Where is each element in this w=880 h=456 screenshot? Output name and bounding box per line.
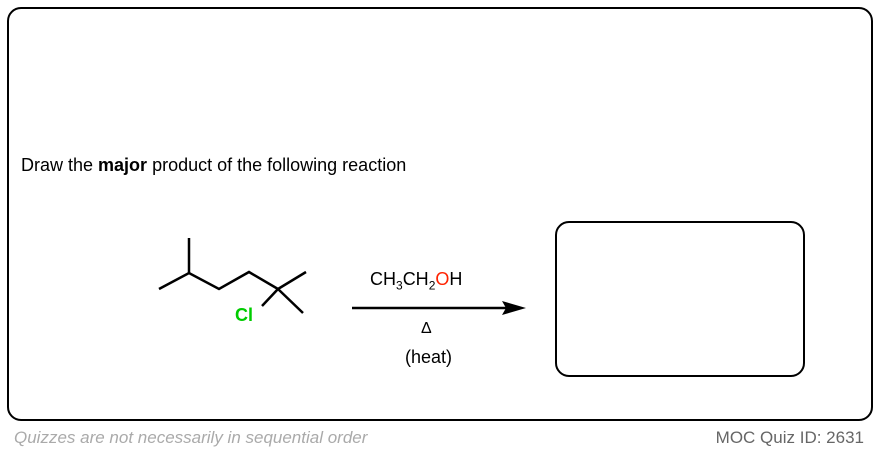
reagent-label: CH3CH2OH: [370, 269, 463, 293]
methyl-bond: [277, 288, 304, 314]
footer-note: Quizzes are not necessarily in sequentia…: [14, 428, 368, 447]
question-text: Draw the major product of the following …: [21, 155, 406, 176]
answer-box[interactable]: [555, 221, 805, 377]
question-bold: major: [98, 155, 148, 175]
heat-label: (heat): [405, 347, 453, 367]
chlorine-label: Cl: [235, 305, 253, 325]
question-prefix: Draw the: [21, 155, 99, 175]
heat-symbol: Δ: [421, 320, 432, 337]
question-suffix: product of the following reaction: [147, 155, 407, 175]
quiz-id: MOC Quiz ID: 2631: [715, 428, 864, 447]
carbon-chain: [158, 270, 307, 291]
reactant-skeleton: [158, 238, 307, 314]
cl-bond: [261, 288, 279, 307]
arrow-head: [502, 301, 526, 315]
quiz-card: [7, 7, 873, 421]
